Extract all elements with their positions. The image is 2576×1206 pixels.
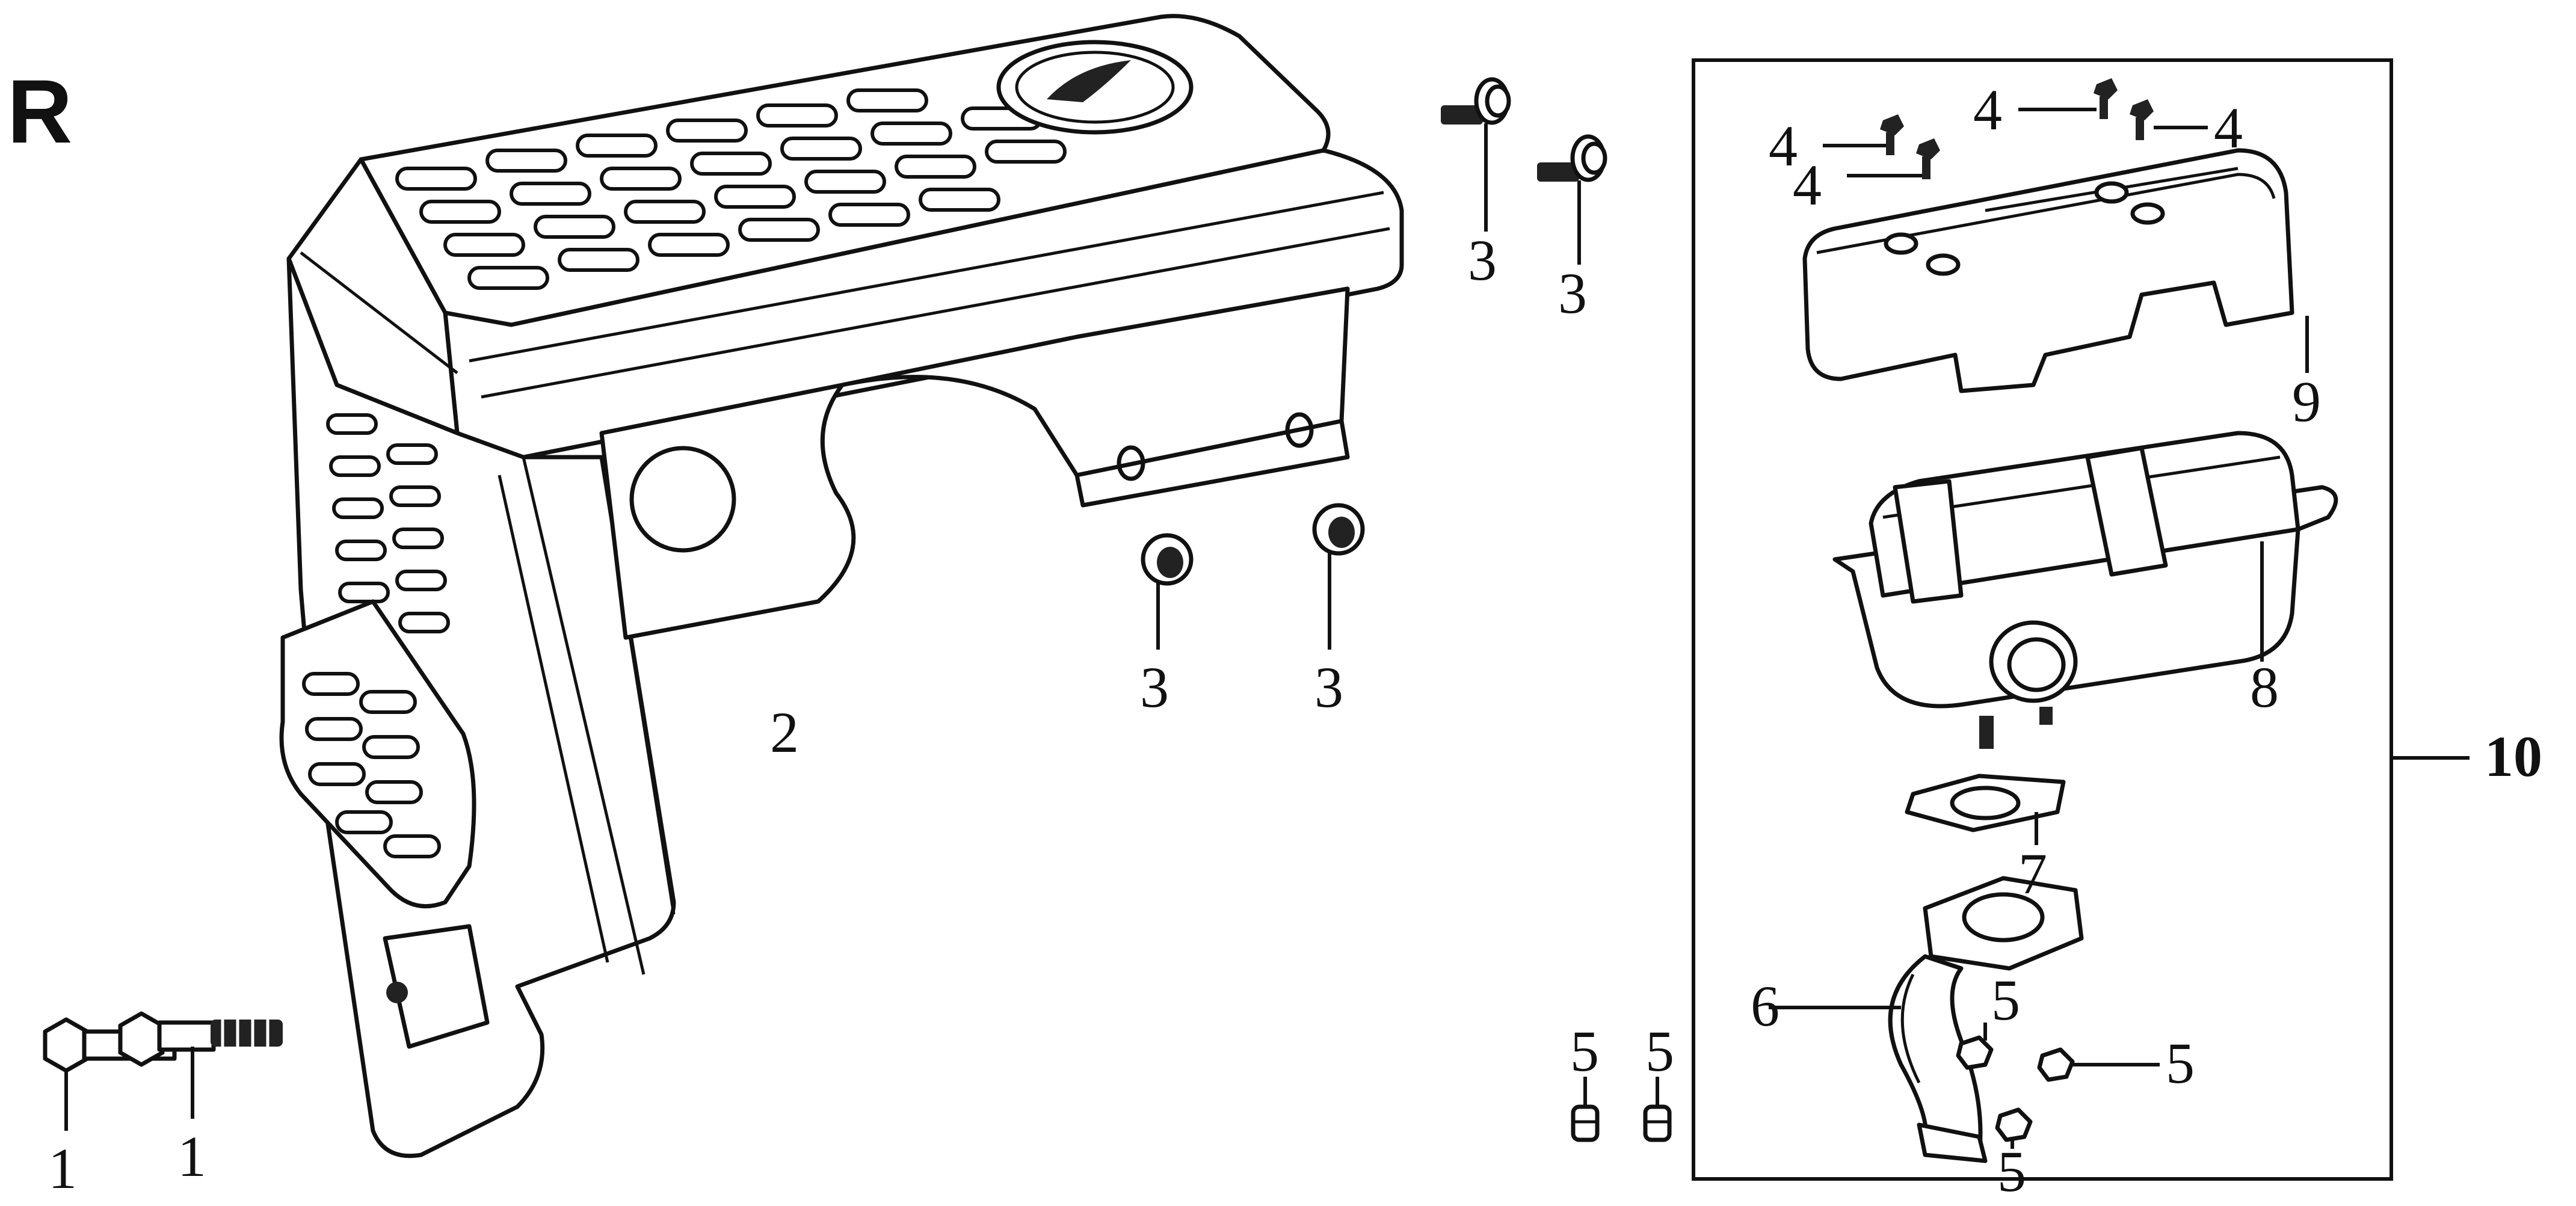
callout-3-mid-right: 3 <box>1314 655 1343 719</box>
callout-3-mid-left: 3 <box>1140 655 1169 719</box>
nut-5-inner-a <box>1956 1035 1994 1070</box>
screw-4-a <box>1880 114 1904 155</box>
top-vent-slots <box>395 88 1067 290</box>
callout-5-inner-right: 5 <box>2166 1031 2195 1095</box>
callout-6: 6 <box>1751 974 1779 1038</box>
callout-9: 9 <box>2292 369 2321 434</box>
bolt-1-right <box>118 1011 283 1067</box>
muffler-body <box>1832 431 2338 749</box>
callout-1-left: 1 <box>48 1136 77 1201</box>
callout-5-left: 5 <box>1570 1019 1599 1083</box>
exhaust-gasket <box>1905 774 2066 832</box>
callout-2: 2 <box>770 700 799 765</box>
flange-nut-3-left <box>1141 533 1194 586</box>
screw-4-d <box>2130 99 2154 140</box>
callout-7: 7 <box>2018 841 2047 906</box>
callout-3-top-right: 3 <box>1558 261 1587 325</box>
lower-vent-slots <box>302 672 441 858</box>
flange-nut-3-right <box>1312 503 1365 556</box>
flange-bolt-3-lower <box>1537 134 1607 182</box>
nut-5-right <box>1643 1104 1672 1142</box>
callout-8: 8 <box>2250 655 2279 719</box>
callout-10: 10 <box>2485 724 2542 789</box>
screw-4-b <box>1916 138 1940 179</box>
muffler-cover <box>1802 148 2294 393</box>
callout-4-d: 4 <box>2214 96 2243 160</box>
flange-bolt-3-upper <box>1441 77 1511 125</box>
exhaust-pipe <box>1888 876 2084 1163</box>
nut-5-inner-c <box>1995 1107 2033 1142</box>
callout-1-right: 1 <box>177 1124 206 1189</box>
callout-4-b: 4 <box>1793 153 1822 217</box>
callout-5-inner-top: 5 <box>1991 968 2020 1032</box>
section-letter: R <box>7 61 73 162</box>
heat-shield-cover <box>279 14 1404 1158</box>
callout-5-inner-bottom: 5 <box>1997 1139 2026 1203</box>
muffler-assembly-frame <box>1692 58 2393 1181</box>
callout-5-right: 5 <box>1645 1019 1674 1083</box>
nut-5-left <box>1571 1104 1600 1142</box>
screw-4-c <box>2094 78 2118 119</box>
nut-5-inner-b <box>2037 1047 2075 1082</box>
brand-emblem <box>996 40 1194 135</box>
callout-labels: 1 1 2 3 3 3 3 4 4 4 4 5 5 5 5 6 5 7 8 9 … <box>48 78 2542 1204</box>
callout-4-a: 4 <box>1769 114 1798 178</box>
callout-4-c: 4 <box>1973 78 2002 142</box>
callout-3-top-left: 3 <box>1468 228 1497 292</box>
side-vent-slots <box>326 413 450 633</box>
